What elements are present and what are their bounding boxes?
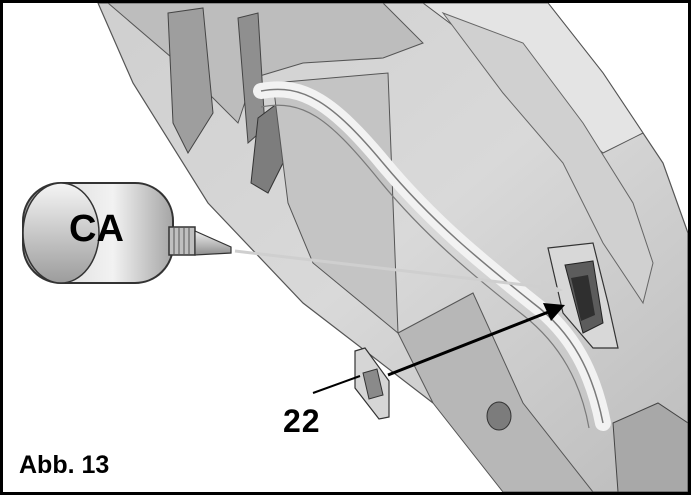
figure-label: Abb. 13 xyxy=(19,451,110,479)
glue-arrow-head xyxy=(541,280,563,298)
glue-label: CA xyxy=(69,208,124,250)
lower-wall xyxy=(397,292,594,492)
ca-bottle-thread xyxy=(168,226,196,256)
wing-root-fitting xyxy=(612,402,688,492)
glue-arrow-line xyxy=(234,249,552,290)
wing-illustration xyxy=(22,3,688,492)
part-number-label: 22 xyxy=(283,403,321,439)
ca-bottle-tip xyxy=(194,230,232,256)
wing-inner-ridge xyxy=(441,11,654,305)
wing-hole xyxy=(486,401,512,431)
rib-recess-1 xyxy=(167,7,214,155)
part-leader-line xyxy=(312,375,361,394)
pointer-arrow-line xyxy=(387,309,552,377)
pointer-arrow-head xyxy=(543,303,565,321)
